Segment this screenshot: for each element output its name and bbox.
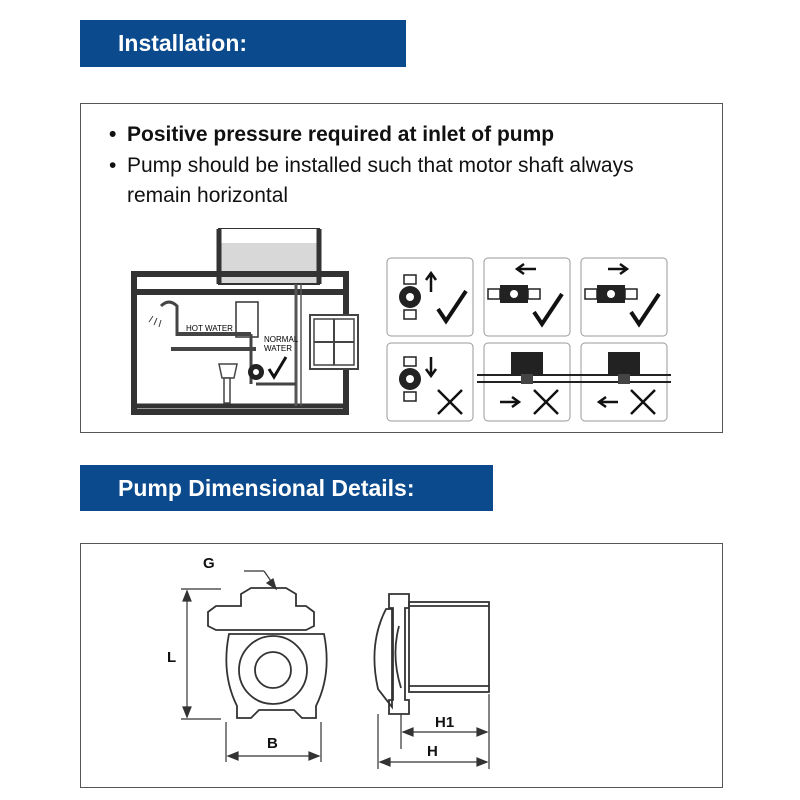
check-icon [436,289,468,325]
dimensions-panel: G L B H1 H [80,543,723,788]
bullet-icon: • [109,123,117,146]
hot-water-label: HOT WATER [186,324,233,333]
orientation-tile-left-correct [483,257,571,337]
bullet-icon: • [109,154,117,177]
dimensions-heading: Pump Dimensional Details: [80,465,493,511]
cross-icon [437,389,463,415]
dimensions-heading-text: Pump Dimensional Details: [118,474,415,501]
bullet-text: Positive pressure required at inlet of p… [127,123,555,146]
installation-panel: • Positive pressure required at inlet of … [80,103,723,433]
arrow-left-icon [596,395,618,409]
house-installation-diagram: HOT WATER NORMAL WATER [131,228,349,415]
arrow-down-icon [424,357,438,379]
label-h: H [427,743,438,760]
orientation-tile-down-wrong [386,342,474,422]
arrow-right-icon [608,262,630,276]
installation-heading: Installation: [80,20,406,67]
orientation-grid [386,257,671,422]
arrow-up-icon [424,270,438,292]
check-icon [532,292,564,328]
bullet-positive-pressure: • Positive pressure required at inlet of … [109,120,709,150]
normal-water-label-1: NORMAL [264,335,299,344]
window-icon [309,314,359,370]
normal-water-label-2: WATER [264,344,292,353]
orientation-tile-up-correct [386,257,474,337]
arrow-right-icon [500,395,522,409]
arrow-left-icon [514,262,536,276]
label-h1: H1 [435,714,454,731]
label-g: G [203,555,215,572]
label-b: B [267,735,278,752]
bullet-text: Pump should be installed such that motor… [127,154,634,177]
cross-icon [630,389,656,415]
label-l: L [167,649,176,666]
orientation-tile-right-wrong [476,342,578,422]
cross-icon [533,389,559,415]
bullet-text-continued: remain horizontal [127,184,289,207]
orientation-tile-right-correct [580,257,668,337]
installation-heading-text: Installation: [118,30,248,56]
bullet-motor-shaft: • Pump should be installed such that moto… [109,151,709,211]
check-icon [629,292,661,328]
orientation-tile-left-wrong [573,342,671,422]
pump-dimension-drawing: G L B H1 H [167,555,490,769]
